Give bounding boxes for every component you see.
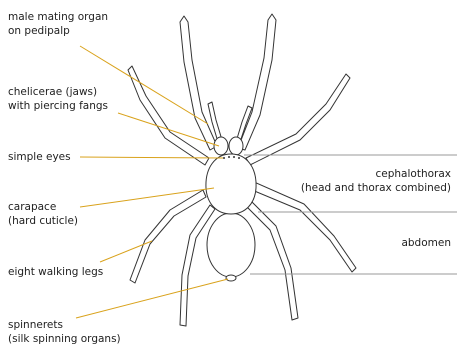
label-chelicerae-line2: with piercing fangs: [8, 99, 108, 113]
region-abdomen: abdomen: [401, 236, 451, 250]
label-simple-eyes: simple eyes: [8, 150, 71, 164]
leg-right-4: [245, 200, 298, 320]
spinnerets-shape: [226, 275, 236, 281]
label-chelicerae-line1: chelicerae (jaws): [8, 85, 108, 99]
label-simple-eyes-line1: simple eyes: [8, 150, 71, 164]
chelicera-left: [214, 137, 228, 155]
label-walking-legs: eight walking legs: [8, 265, 103, 279]
leader-spinnerets: [76, 279, 228, 318]
carapace-shape: [206, 154, 256, 214]
region-cephalothorax-line1: cephalothorax: [301, 167, 451, 181]
label-male-mating-organ-line1: male mating organ: [8, 10, 108, 24]
label-carapace: carapace (hard cuticle): [8, 200, 78, 228]
label-male-mating-organ-line2: on pedipalp: [8, 24, 108, 38]
left-legs: [128, 16, 217, 326]
abdomen-shape: [207, 213, 255, 277]
label-walking-legs-line1: eight walking legs: [8, 265, 103, 279]
label-chelicerae: chelicerae (jaws) with piercing fangs: [8, 85, 108, 113]
region-cephalothorax: cephalothorax (head and thorax combined): [301, 167, 451, 195]
chelicera-right: [229, 137, 243, 155]
label-carapace-line2: (hard cuticle): [8, 214, 78, 228]
region-abdomen-line1: abdomen: [401, 236, 451, 250]
region-cephalothorax-line2: (head and thorax combined): [301, 181, 451, 195]
label-male-mating-organ: male mating organ on pedipalp: [8, 10, 108, 38]
label-carapace-line1: carapace: [8, 200, 78, 214]
label-spinnerets-line2: (silk spinning organs): [8, 332, 121, 346]
leg-left-4: [180, 205, 215, 326]
label-spinnerets-line1: spinnerets: [8, 318, 121, 332]
label-spinnerets: spinnerets (silk spinning organs): [8, 318, 121, 346]
leg-left-1: [180, 16, 217, 150]
